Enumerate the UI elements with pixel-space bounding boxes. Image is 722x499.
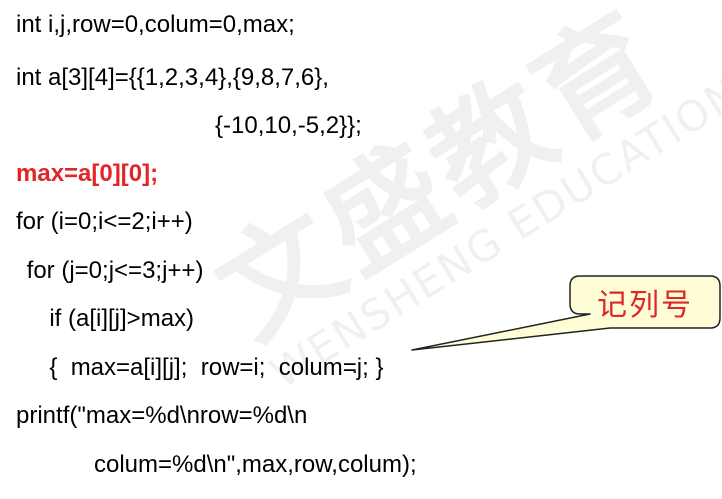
callout-text: 记列号 <box>597 288 693 323</box>
code-line-printf-cont: colum=%d\n",max,row,colum); <box>94 451 417 478</box>
code-line-array-init: int a[3][4]={{1,2,3,4},{9,8,7,6}, <box>16 64 329 91</box>
code-line-max-init: max=a[0][0]; <box>16 160 159 187</box>
code-line-assign-block: { max=a[i][j]; row=i; colum=j; } <box>36 354 384 381</box>
mouse-cursor-icon: ▪ <box>353 367 357 378</box>
code-line-outer-for: for (i=0;i<=2;i++) <box>16 208 193 235</box>
code-line-printf: printf("max=%d\nrow=%d\n <box>16 402 308 429</box>
code-line-declaration: int i,j,row=0,colum=0,max; <box>16 11 295 38</box>
code-line-if: if (a[i][j]>max) <box>36 305 195 332</box>
code-line-inner-for: for (j=0;j<=3;j++) <box>20 257 204 284</box>
code-line-array-init-cont: {-10,10,-5,2}}; <box>215 112 362 139</box>
